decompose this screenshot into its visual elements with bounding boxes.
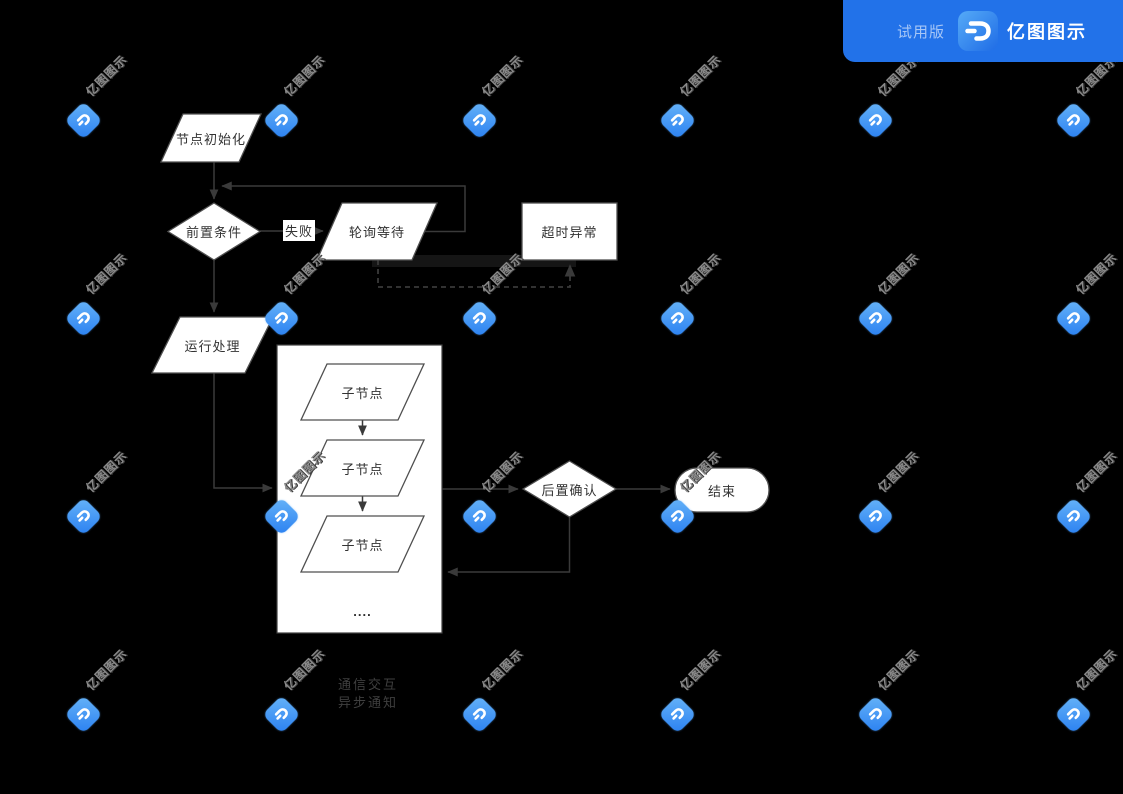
trial-version-label: 试用版	[897, 23, 946, 41]
node-start-label: 节点初始化	[175, 131, 246, 147]
child2-shape	[299, 439, 426, 497]
trial-banner: 试用版 亿图图示	[843, 0, 1123, 62]
end-shape	[674, 467, 770, 513]
precondition-shape	[166, 202, 262, 261]
brand-name: 亿图图示	[1007, 22, 1088, 42]
edge-postcheck-loopback	[447, 517, 571, 577]
node-timeout-label: 超时异常	[541, 225, 598, 240]
edge-polling-loopback	[221, 181, 466, 233]
node-run-label: 运行处理	[184, 338, 241, 354]
node-polling-label: 轮询等待	[348, 225, 405, 240]
polling-shape	[316, 202, 438, 261]
run-shape	[150, 316, 275, 374]
postcheck-shape	[521, 460, 618, 518]
child3-shape	[299, 515, 426, 573]
edge-label-fail: 失败	[283, 220, 315, 241]
edge-run-to-container	[213, 373, 273, 493]
note-communication: 通信交互	[338, 677, 399, 692]
note-async: 异步通知	[338, 695, 399, 710]
node-child1-label: 子节点	[341, 385, 384, 401]
child1-shape	[299, 363, 426, 421]
node-child3-label: 子节点	[341, 537, 384, 553]
edge-polling-to-timeout-dashed	[377, 260, 576, 288]
start-shape	[159, 113, 263, 163]
node-postcheck-label: 后置确认	[541, 482, 598, 498]
node-end-label: 结束	[707, 483, 736, 499]
edraw-logo-icon	[958, 11, 999, 51]
node-child2-label: 子节点	[341, 461, 384, 477]
container-ellipsis: ....	[353, 603, 372, 619]
timeout-shape	[521, 202, 618, 261]
node-precondition-label: 前置条件	[185, 225, 242, 240]
